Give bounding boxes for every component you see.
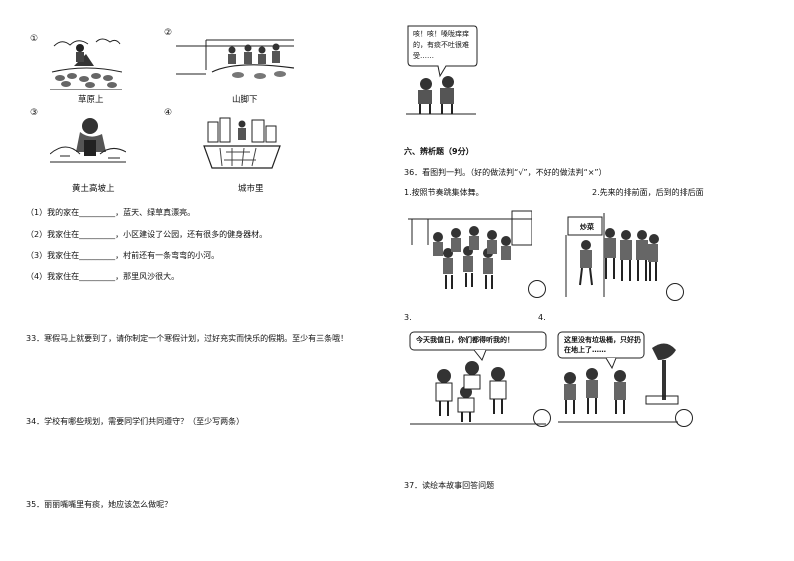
question-35: 35．丽丽嘴嘴里有痰，她应该怎么做呢？ xyxy=(26,500,173,509)
caption-mountain-foot: 山脚下 xyxy=(232,95,258,105)
littering-picture: 这里没有垃圾桶，只好扔在地上了…… xyxy=(556,330,680,426)
queue-picture xyxy=(560,205,662,297)
duty-speech-bubble-text: 今天我值日，你们都得听我的！ xyxy=(416,336,514,344)
caption-grassland: 草原上 xyxy=(78,95,104,105)
question-36: 36．看图判一判。（好的做法判“√”，不好的做法判“×”） xyxy=(404,168,607,177)
q36-item-1-label: 1.按照节奏跳集体舞。 xyxy=(404,188,484,197)
answer-circle-1[interactable] xyxy=(528,280,546,298)
cough-speech-bubble-text: 咳！咳！嗓咙痒痒的，有痰不吐很难受…… xyxy=(413,30,469,60)
fill-blank-sentence-1: （1）我的家在_________，蓝天、绿草真漂亮。 xyxy=(26,208,196,217)
mountain-foot-picture xyxy=(176,30,294,82)
answer-circle-3[interactable] xyxy=(533,409,551,427)
picture-marker-4: ④ xyxy=(164,108,173,118)
q36-item-2-label: 2.先来的排前面，后到的排后面 xyxy=(592,188,704,197)
group-dance-picture xyxy=(408,205,532,297)
loess-plateau-picture xyxy=(50,110,126,168)
fill-blank-sentence-4: （4）我家住在_________，那里风沙很大。 xyxy=(26,272,180,281)
fill-blank-sentence-3: （3）我家住在_________，村前还有一条弯弯的小河。 xyxy=(26,251,220,260)
caption-loess-plateau: 黄土高坡上 xyxy=(72,184,115,194)
grassland-picture xyxy=(50,32,122,90)
question-37: 37．读绘本故事回答问题 xyxy=(404,481,495,490)
q36-item-3-label: 3. xyxy=(404,313,412,322)
answer-circle-2[interactable] xyxy=(666,283,684,301)
section-6-title: 六、辨析题（9分） xyxy=(404,147,474,156)
q36-item-4-label: 4. xyxy=(538,313,546,322)
canteen-sign-text: 炒菜 xyxy=(580,223,594,231)
question-34: 34．学校有哪些规划，需要同学们共同遵守？（至少写两条） xyxy=(26,417,245,426)
picture-marker-2: ② xyxy=(164,28,173,38)
picture-marker-1: ① xyxy=(30,34,39,44)
caption-city: 城市里 xyxy=(238,184,264,194)
question-33: 33．寒假马上就要到了，请你制定一个寒假计划，过好充实而快乐的假期。至少有三条哦… xyxy=(26,334,349,343)
duty-student-picture: 今天我值日，你们都得听我的！ xyxy=(408,330,548,426)
fill-blank-sentence-2: （2）我家住在_________，小区建设了公园，还有很多的健身器材。 xyxy=(26,230,268,239)
city-picture xyxy=(200,112,284,174)
picture-marker-3: ③ xyxy=(30,108,39,118)
answer-circle-4[interactable] xyxy=(675,409,693,427)
coughing-girls-picture: 咳！咳！嗓咙痒痒的，有痰不吐很难受…… xyxy=(404,22,478,116)
littering-speech-bubble-text: 这里没有垃圾桶，只好扔在地上了…… xyxy=(564,336,641,354)
